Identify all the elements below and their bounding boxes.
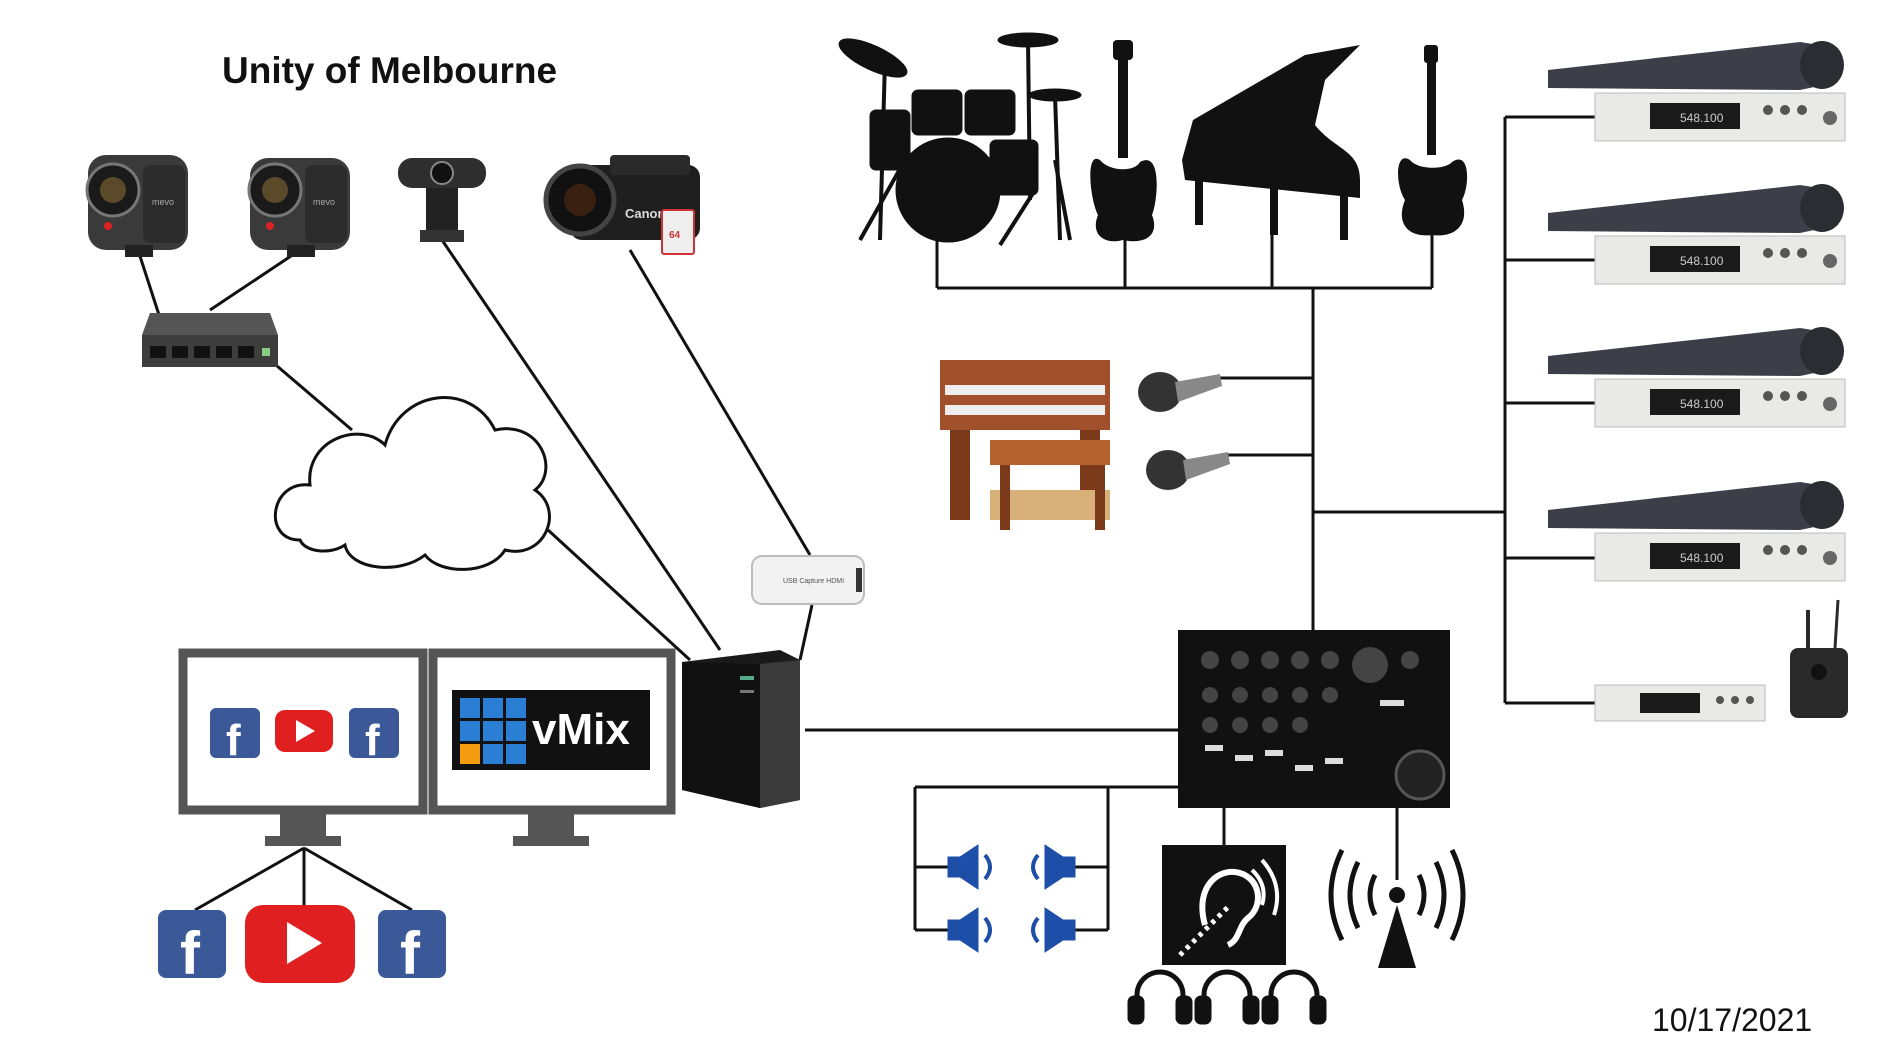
- organ-icon: [940, 360, 1110, 530]
- wireless-mic-receiver-3: 548.100: [1548, 327, 1846, 428]
- svg-text:f: f: [180, 920, 201, 987]
- receiver-frequency: 548.100: [1680, 551, 1724, 565]
- cloud-icon: [273, 396, 551, 571]
- page-title: Unity of Melbourne: [222, 50, 558, 91]
- speaker-icon: [947, 907, 992, 953]
- facebook-icon: f: [158, 910, 226, 987]
- microphone-icon: [1146, 450, 1230, 490]
- speaker-icon: [947, 844, 992, 890]
- wireless-mic-receiver-4: 548.100: [1548, 481, 1846, 582]
- mevo-label: mevo: [152, 197, 174, 207]
- date-label: 10/17/2021: [1652, 1002, 1813, 1038]
- speaker-icon: [1031, 907, 1076, 953]
- usb-capture-label: USB Capture HDMI: [783, 578, 844, 585]
- wireless-broadcast-icon: [1328, 848, 1466, 968]
- network-switch: [142, 313, 278, 367]
- mevo-camera-2: mevo: [247, 158, 350, 257]
- facebook-icon: f: [378, 910, 446, 987]
- lapel-receiver-unit: [1594, 599, 1848, 722]
- receiver-frequency: 548.100: [1680, 397, 1724, 411]
- headphones-icon: [1194, 969, 1260, 1025]
- vmix-logo-text: vMix: [532, 705, 630, 754]
- mevo-camera-1: mevo: [85, 155, 188, 257]
- usb-capture-device: USB Capture HDMI: [751, 555, 865, 605]
- grand-piano-icon: [1182, 45, 1360, 240]
- svg-text:f: f: [400, 920, 421, 987]
- wireless-mic-receiver-2: 548.100: [1548, 184, 1846, 285]
- camcorder: Canon 64: [543, 155, 700, 255]
- receiver-frequency: 548.100: [1680, 254, 1724, 268]
- electric-guitar-icon: [1398, 45, 1468, 236]
- canon-label: Canon: [625, 206, 666, 221]
- monitor-social: f f: [178, 648, 428, 846]
- svg-text:f: f: [226, 716, 241, 765]
- webcam: [398, 158, 486, 242]
- sd-card-label: 64: [669, 230, 681, 241]
- headphones-icon: [1261, 969, 1327, 1025]
- connection-lines: [136, 115, 1595, 932]
- monitor-vmix: vMix: [428, 648, 676, 846]
- vmix-logo-grid: [460, 698, 526, 764]
- receiver-frequency: 548.100: [1680, 111, 1724, 125]
- headphones-icon: [1127, 969, 1193, 1025]
- facebook-icon: f: [210, 708, 260, 765]
- speaker-icon: [1031, 844, 1076, 890]
- mevo-label: mevo: [313, 197, 335, 207]
- bass-guitar-icon: [1090, 40, 1157, 242]
- audio-mixer: [1178, 630, 1450, 808]
- youtube-icon: [275, 710, 333, 752]
- hearing-assistance-icon: [1162, 845, 1286, 965]
- facebook-icon: f: [349, 708, 399, 765]
- microphone-icon: [1138, 372, 1222, 412]
- drum-kit-icon: [838, 32, 1082, 247]
- wireless-mic-receiver-1: 548.100: [1548, 41, 1846, 142]
- computer-tower: [682, 650, 800, 808]
- svg-text:f: f: [365, 716, 380, 765]
- youtube-icon: [245, 905, 355, 983]
